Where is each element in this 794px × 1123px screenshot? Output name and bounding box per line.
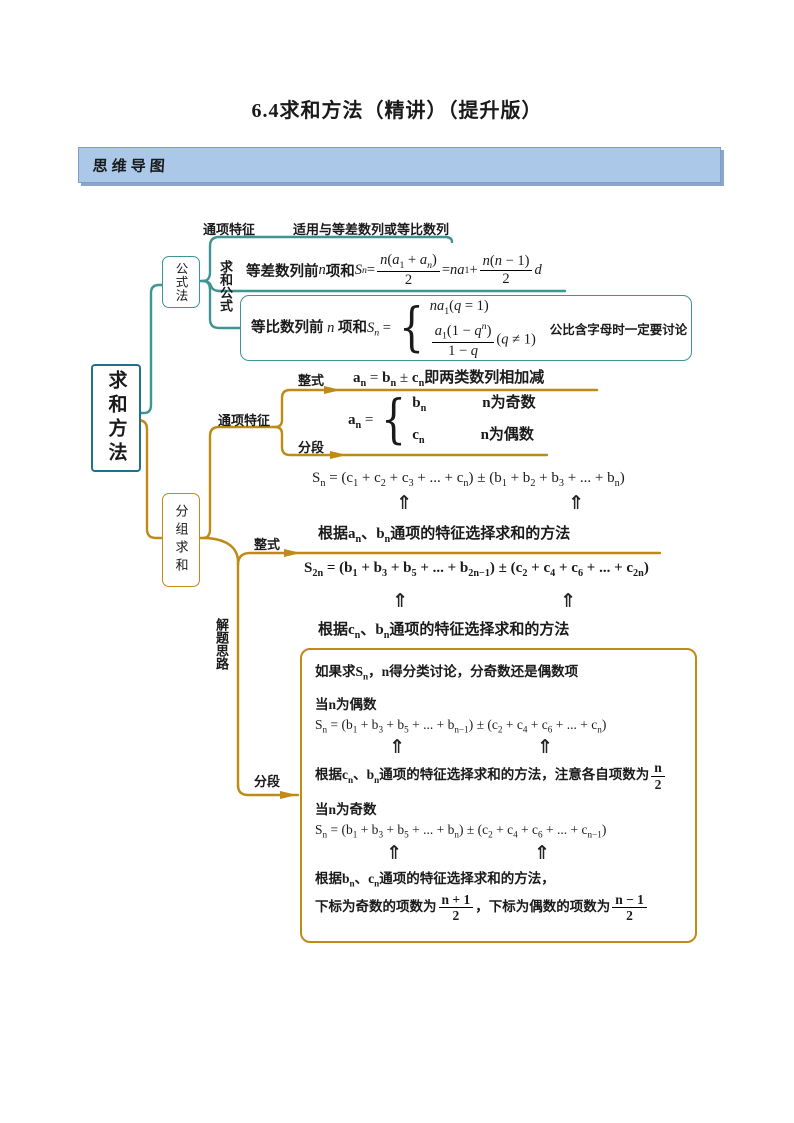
double-up-arrow-icon: ⇑: [560, 590, 576, 612]
page-title: 6.4求和方法（精讲）（提升版）: [251, 100, 543, 122]
label-piecewise-1: 分段: [298, 440, 325, 455]
formula-s2n: S2n = (b1 + b3 + b5 + ... + b2n−1) ± (c2…: [304, 560, 649, 579]
double-up-arrow-icon: ⇑: [396, 492, 412, 514]
label-applies-note: 适用与等差数列或等比数列: [293, 222, 450, 237]
double-up-arrow-icon: ⇑: [389, 736, 405, 759]
text-choose-method-cb: 根据cn、bn通项的特征选择求和的方法: [318, 622, 570, 641]
double-up-arrow-icon: ⇑: [536, 736, 553, 759]
arrow-row: ⇑ ⇑: [315, 842, 685, 864]
label-integral-form-1: 整式: [298, 373, 325, 388]
label-ratio-discussion-note: 公比含字母时一定要讨论: [549, 322, 688, 337]
section-banner-label: 思维导图: [92, 159, 170, 175]
double-up-arrow-icon: ⇑: [533, 842, 550, 865]
double-up-arrow-icon: ⇑: [386, 842, 402, 865]
arrow-row: ⇑ ⇑: [315, 736, 685, 758]
text-case-discussion: 如果求Sn，n得分类讨论，分奇数还是偶数项: [315, 664, 579, 682]
text-n-odd: 当n为奇数: [315, 802, 377, 818]
formula-sn-odd: Sn = (b1 + b3 + b5 + ... + bn) ± (c2 + c…: [315, 822, 607, 841]
text-n-even: 当n为偶数: [315, 696, 377, 712]
node-formula-method: 公式法: [162, 256, 200, 308]
formula-sn-cb: Sn = (c1 + c2 + c3 + ... + cn) ± (b1 + b…: [312, 470, 625, 489]
node-grouped-summation: 分组求和: [162, 493, 200, 587]
label-sum-formula: 求和公式: [218, 260, 233, 312]
formula-sn-even: Sn = (b1 + b3 + b5 + ... + bn−1) ± (c2 +…: [315, 716, 607, 735]
root-node: 求和方法: [91, 364, 141, 472]
text-choose-method-ab: 根据an、bn通项的特征选择求和的方法: [318, 526, 571, 545]
formula-geometric-sum: 等比数列前 n 项和Sn = {na1(q = 1)a1(1 − qn)1 − …: [251, 297, 536, 359]
double-up-arrow-icon: ⇑: [392, 590, 408, 612]
label-solving-approach: 解题思路: [214, 618, 229, 670]
double-up-arrow-icon: ⇑: [568, 492, 584, 514]
label-piecewise-2: 分段: [254, 774, 281, 789]
label-general-term-gold: 通项特征: [218, 413, 271, 428]
piecewise-reasoning-box: 如果求Sn，n得分类讨论，分奇数还是偶数项 当n为偶数 Sn = (b1 + b…: [300, 648, 697, 943]
formula-an-sum: an = bn ± cn即两类数列相加减: [353, 370, 545, 389]
text-choose-method-bc-odd: 根据bn、cn通项的特征选择求和的方法，: [315, 871, 555, 889]
geometric-sum-box: 等比数列前 n 项和Sn = {na1(q = 1)a1(1 − qn)1 − …: [240, 295, 692, 361]
label-integral-form-2: 整式: [254, 537, 281, 552]
section-banner: 思维导图: [78, 147, 721, 183]
label-general-term-top: 通项特征: [203, 222, 256, 237]
